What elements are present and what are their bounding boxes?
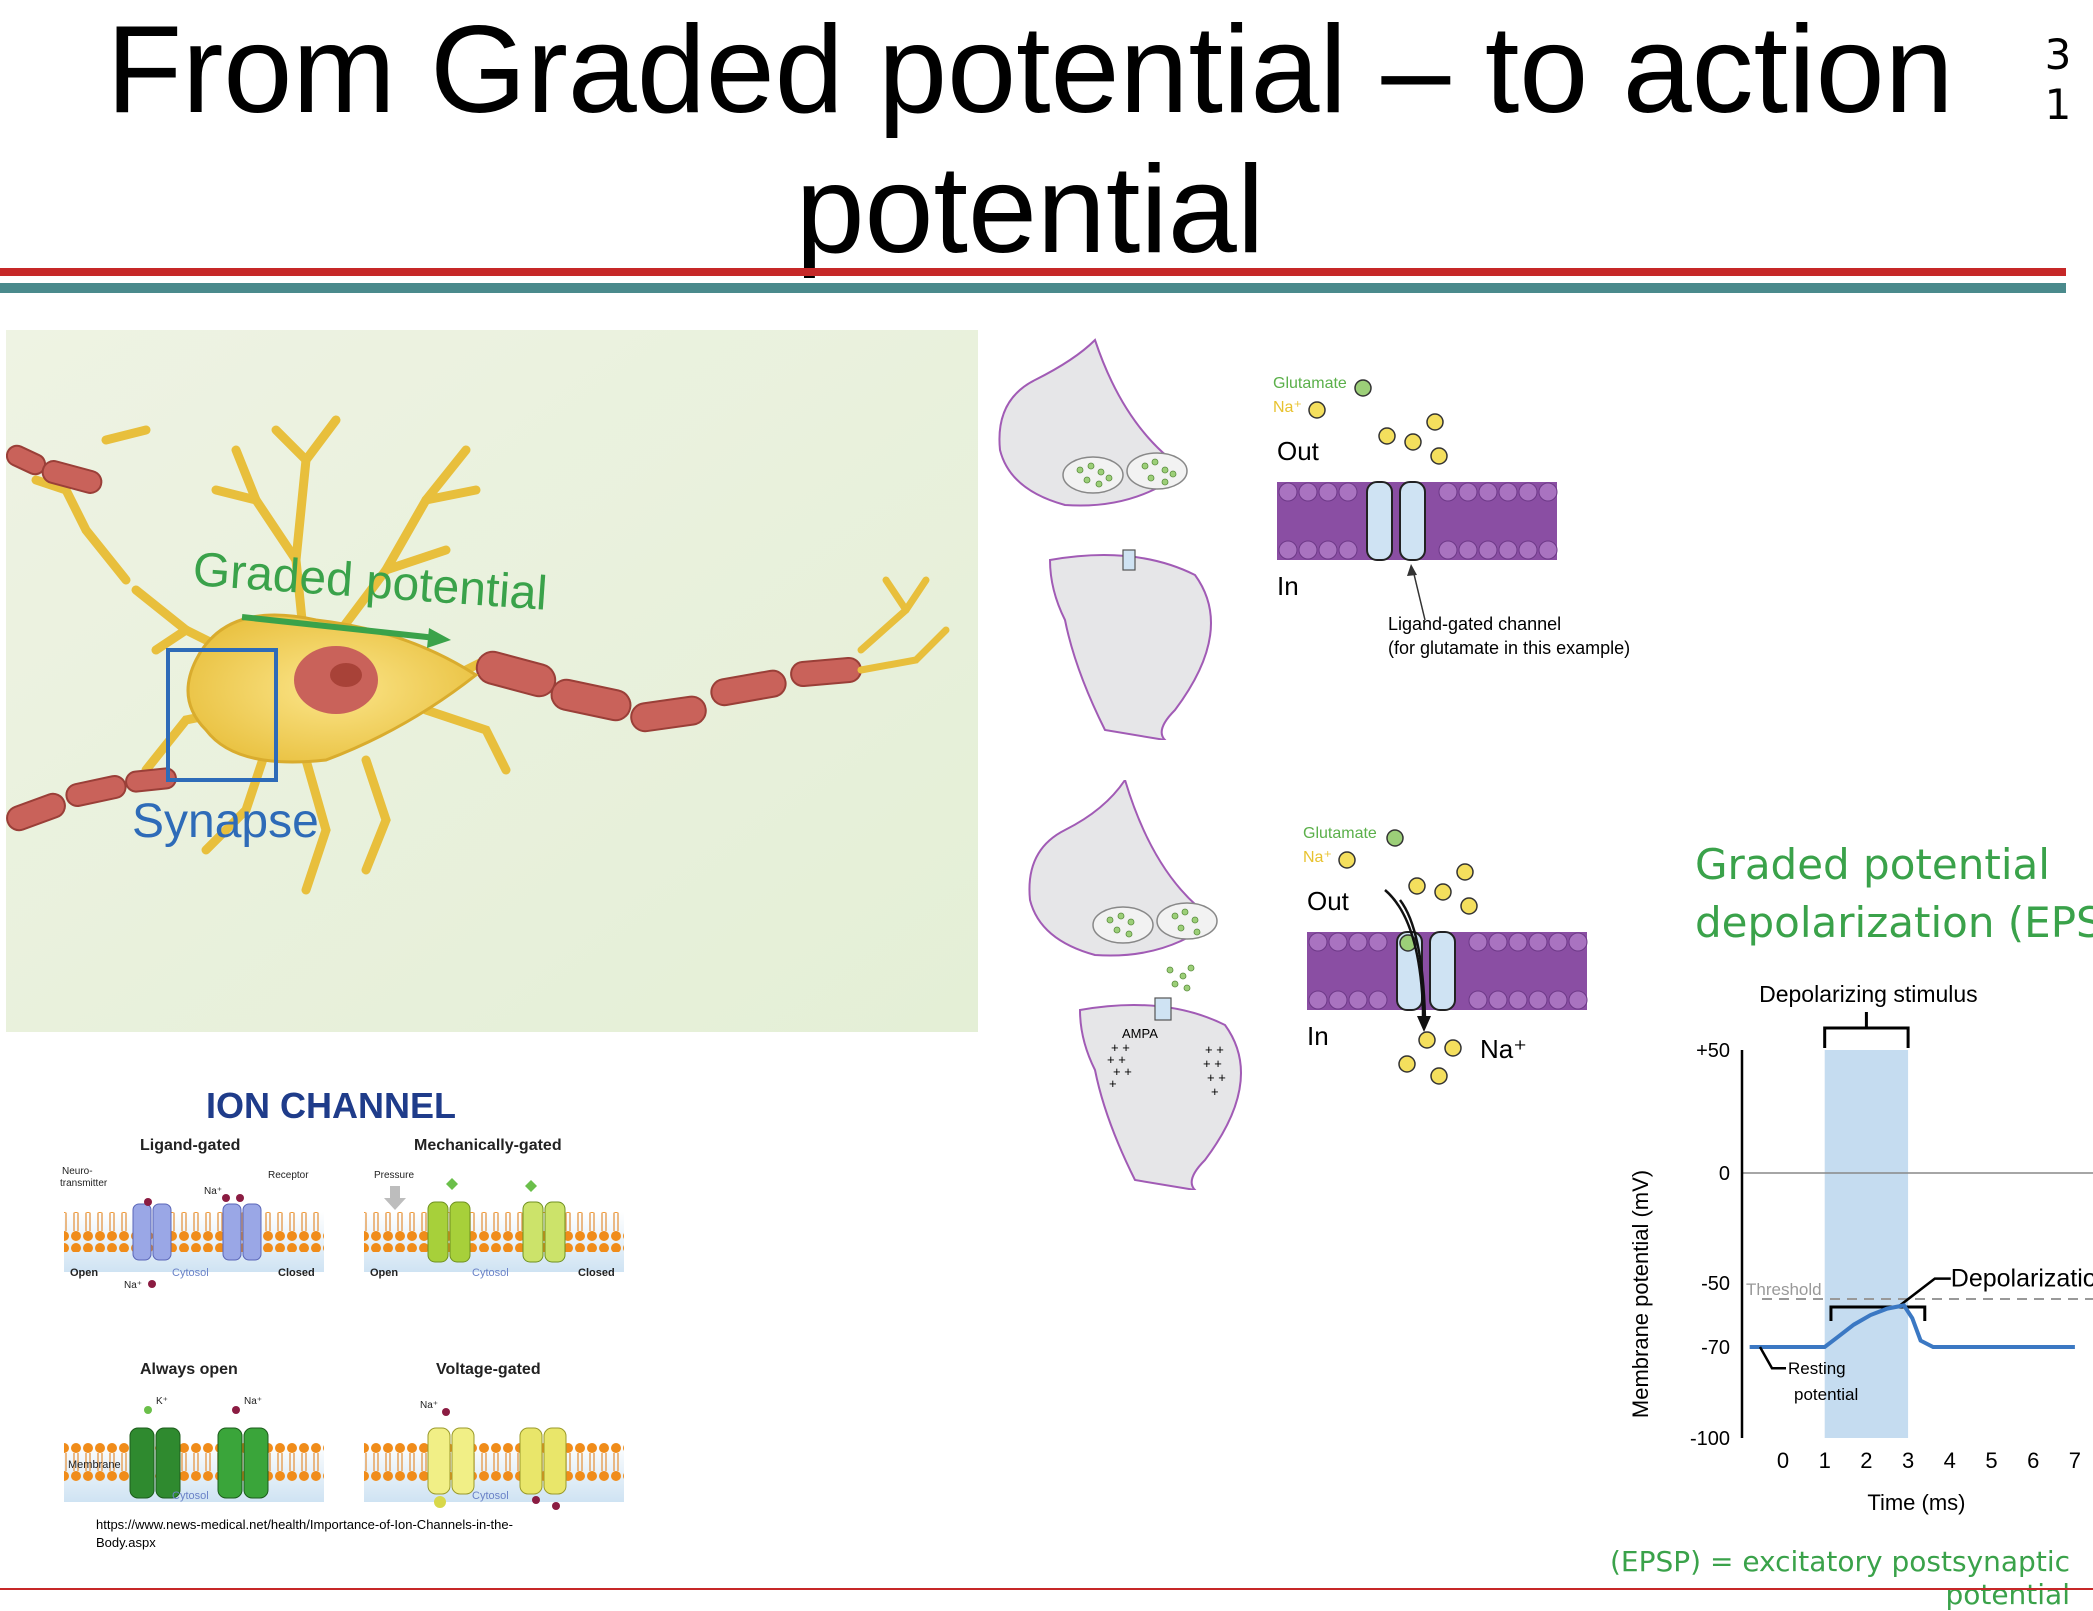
ion-mech-cytosol: Cytosol	[472, 1267, 509, 1279]
svg-text:+ +: + +	[1111, 1040, 1130, 1055]
svg-text:+ +: + +	[1205, 1042, 1224, 1057]
ion-mech-closed: Closed	[578, 1267, 615, 1279]
ion-always-cytosol: Cytosol	[172, 1490, 209, 1502]
ion-ligand-open: Open	[70, 1267, 98, 1279]
x-tick-labels: 0 1 2 3 4 5 6 7	[1777, 1448, 2081, 1473]
y-tick-label: -70	[1701, 1337, 1730, 1359]
svg-text:+: +	[1211, 1084, 1219, 1099]
resting-leader	[1758, 1346, 1786, 1370]
top-in-label: In	[1277, 571, 1299, 601]
ion-panel-voltage-title: Voltage-gated	[436, 1361, 541, 1378]
ion-ligand-cytosol: Cytosol	[172, 1267, 209, 1279]
ion-always-na: Na⁺	[244, 1396, 262, 1407]
bottom-rule	[0, 1588, 2093, 1590]
ion-ligand-na-bottom: Na⁺	[124, 1280, 142, 1291]
x-tick-label: 4	[1944, 1448, 1956, 1473]
top-legend-na: Na⁺	[1273, 399, 1302, 416]
y-tick-labels: +50 0 -50 -70 -100	[1690, 1040, 1730, 1450]
resting-label-1: Resting	[1788, 1359, 1846, 1378]
ion-mech-open: Open	[370, 1267, 398, 1279]
top-channel-caption-2: (for glutamate in this example)	[1388, 638, 1630, 658]
ion-panel-always-title: Always open	[140, 1361, 238, 1378]
synapse-label: Synapse	[132, 795, 319, 848]
ion-source-url: https://www.news-medical.net/health/Impo…	[96, 1517, 513, 1550]
x-tick-label: 7	[2069, 1448, 2081, 1473]
bottom-na-label: Na⁺	[1480, 1034, 1527, 1064]
stimulus-bracket	[1823, 1012, 1910, 1048]
x-tick-label: 0	[1777, 1448, 1789, 1473]
title-rule-teal	[0, 283, 2066, 293]
ion-ligand-closed: Closed	[278, 1267, 315, 1279]
ampa-label: AMPA	[1122, 1026, 1158, 1041]
bottom-out-label: Out	[1307, 886, 1350, 916]
title-rule-red	[0, 268, 2066, 276]
epsp-footnote: (EPSP) = excitatory postsynaptic potenti…	[1609, 1545, 2070, 1611]
epsp-title-line-1: Graded potential	[1695, 840, 2050, 889]
ion-panel-mechanical-title: Mechanically-gated	[414, 1137, 562, 1154]
x-tick-label: 1	[1819, 1448, 1831, 1473]
svg-text:+ +: + +	[1203, 1056, 1222, 1071]
svg-text:+ +: + +	[1113, 1064, 1132, 1079]
svg-text:+ +: + +	[1207, 1070, 1226, 1085]
x-tick-label: 6	[2027, 1448, 2039, 1473]
top-legend-glutamate: Glutamate	[1273, 375, 1347, 392]
x-axis-label: Time (ms)	[1867, 1490, 1965, 1515]
svg-text:+ +: + +	[1107, 1052, 1126, 1067]
ion-always-membrane: Membrane	[68, 1459, 121, 1471]
depolarization-bracket	[1829, 1305, 1927, 1321]
x-tick-label: 2	[1860, 1448, 1872, 1473]
svg-text:+: +	[1109, 1076, 1117, 1091]
stimulus-band	[1824, 1050, 1909, 1438]
epsp-title: Graded potential depolarization (EPSP)	[1695, 836, 2093, 952]
resting-label-2: potential	[1794, 1385, 1858, 1404]
ion-ligand-na-top: Na⁺	[204, 1186, 222, 1197]
top-out-label: Out	[1277, 436, 1320, 466]
ion-ligand-receptor: Receptor	[268, 1170, 309, 1181]
y-tick-label: 0	[1719, 1163, 1730, 1185]
synapse-top-diagram: Glutamate Na⁺ Out In Ligand-gated channe…	[998, 338, 1630, 740]
y-tick-label: -50	[1701, 1273, 1730, 1295]
ion-channel-title: ION CHANNEL	[206, 1085, 456, 1126]
epsp-chart: Depolarizing stimulus Threshold Depolari…	[1628, 981, 2093, 1515]
y-axis-label: Membrane potential (mV)	[1628, 1170, 1653, 1418]
membrane-potential-line	[1749, 1303, 2075, 1349]
x-tick-label: 3	[1902, 1448, 1914, 1473]
ion-channel-figure: ION CHANNEL Ligand-gated Neuro- transmit…	[60, 1085, 624, 1510]
bottom-legend-glutamate: Glutamate	[1303, 825, 1377, 842]
bottom-legend-na: Na⁺	[1303, 849, 1332, 866]
ion-mech-pressure: Pressure	[374, 1170, 414, 1181]
top-channel-caption-1: Ligand-gated channel	[1388, 614, 1561, 634]
x-tick-label: 5	[1985, 1448, 1997, 1473]
neuron-illustration: Graded potential Synapse	[6, 330, 978, 1032]
ion-panel-ligand-title: Ligand-gated	[140, 1137, 240, 1154]
synapse-bottom-diagram: AMPA + ++ ++ ++ + ++ ++ ++ Glutamate Na⁺…	[1028, 780, 1588, 1190]
ion-always-k: K⁺	[156, 1396, 168, 1407]
bottom-in-label: In	[1307, 1021, 1329, 1051]
slide-number: 3 1	[2044, 30, 2072, 129]
y-tick-label: +50	[1696, 1040, 1730, 1062]
slide-title: From Graded potential – to action potent…	[106, 1, 1954, 279]
ion-ligand-transmitter: transmitter	[60, 1178, 108, 1189]
depolarization-leader	[1897, 1277, 1951, 1308]
ion-ligand-neuro: Neuro-	[62, 1166, 93, 1177]
threshold-label: Threshold	[1746, 1280, 1822, 1299]
epsp-title-line-2: depolarization (EPSP)	[1695, 898, 2093, 947]
stimulus-label: Depolarizing stimulus	[1759, 981, 1978, 1007]
ion-voltage-na: Na⁺	[420, 1400, 438, 1411]
ion-voltage-cytosol: Cytosol	[472, 1490, 509, 1502]
depolarization-label: Depolarization	[1951, 1265, 2093, 1293]
y-tick-label: -100	[1690, 1428, 1730, 1450]
